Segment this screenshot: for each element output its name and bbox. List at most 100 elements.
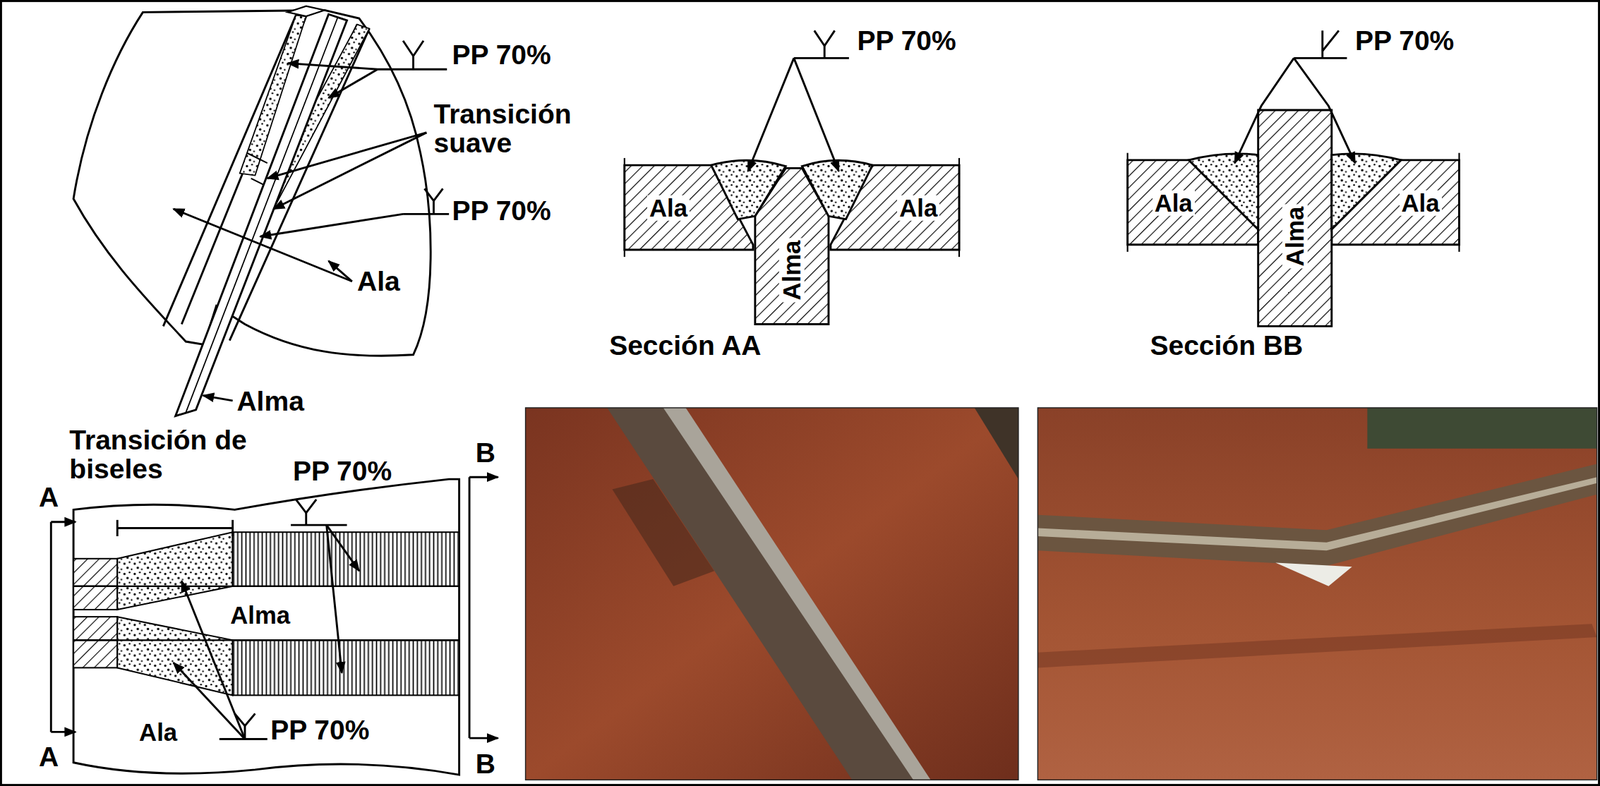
plan-view-part: [73, 616, 118, 641]
photo-1: [525, 407, 1019, 780]
weld-callout: PP 70%: [270, 716, 370, 746]
part-label: Ala: [647, 195, 690, 221]
plan-view-part: [469, 476, 498, 479]
section-bb-part: [1293, 57, 1347, 60]
section-bb-part: [1331, 153, 1401, 230]
part-label: Ala: [136, 719, 180, 746]
plan-view-part: [73, 585, 460, 588]
photo-2-part: [1037, 463, 1597, 566]
isometric-sketch: [73, 6, 431, 417]
photo-2-part: [1037, 407, 1597, 780]
photo-2-part: [1275, 563, 1352, 587]
leader-lines-part: [402, 40, 424, 57]
section-title: Sección BB: [1149, 331, 1303, 361]
photo-2-part: [1037, 623, 1597, 668]
leader-lines-part: [260, 213, 403, 237]
section-aa-part: [623, 158, 626, 257]
plan-view-part: [50, 520, 76, 523]
part-label: Ala: [357, 267, 401, 297]
section-bb-part: [1293, 57, 1356, 164]
plan-view-part: [231, 520, 234, 537]
section-title: Sección AA: [609, 331, 761, 361]
photo-2-part: [1367, 407, 1597, 449]
section-aa-part: [823, 45, 826, 58]
photo-2-part: [1037, 407, 1597, 780]
leader-lines-part: [173, 208, 353, 282]
isometric-sketch-part: [185, 17, 338, 414]
weld-callout: PP 70%: [856, 26, 956, 56]
photo-1-part: [525, 407, 1019, 780]
leader-lines-part: [412, 55, 415, 70]
photo-1-part: [611, 479, 715, 587]
isometric-sketch-part: [73, 9, 431, 356]
part-label: Alma: [236, 387, 304, 417]
photo-1-part: [525, 407, 1019, 780]
plan-view-part: [304, 513, 308, 526]
leader-lines-part: [424, 188, 443, 201]
section-bb-part: [1258, 110, 1332, 327]
photo-1-part: [974, 407, 1019, 480]
section-bb-part: [1234, 57, 1294, 164]
plan-view-part: [295, 499, 317, 514]
section-marker: A: [38, 743, 59, 773]
plan-view-part: [232, 532, 460, 587]
leader-lines-part: [287, 63, 378, 70]
plan-view-part: [73, 479, 460, 775]
plan-view-part: [326, 525, 343, 674]
plan-view-part: [232, 640, 460, 696]
leader-lines-part: [203, 395, 233, 401]
isometric-sketch-part: [287, 6, 325, 17]
section-aa-part: [958, 158, 960, 257]
part-label: Ala: [897, 195, 940, 221]
plan-view-part: [50, 731, 76, 734]
section-marker: B: [475, 438, 496, 468]
plan-view-part: [468, 477, 471, 739]
plan-view-part: [73, 586, 118, 610]
weld-callout: PP 70%: [1355, 26, 1454, 56]
leader-lines-part: [328, 69, 378, 98]
section-bb-part: [1188, 153, 1258, 230]
section-marker: A: [38, 483, 59, 513]
section-bb: [1127, 30, 1460, 327]
weld-callout: PP 70%: [451, 196, 551, 226]
plan-view-part: [173, 662, 245, 739]
isometric-sketch-part: [247, 153, 268, 164]
section-bb-part: [1322, 30, 1339, 51]
note-label: Transición suave: [433, 100, 628, 159]
isometric-sketch-part: [175, 14, 348, 416]
section-aa-part: [748, 57, 795, 171]
plan-view-part: [73, 558, 118, 587]
section-aa-part: [794, 57, 850, 60]
plan-view-part: [116, 520, 119, 537]
section-bb-part: [1458, 153, 1460, 252]
plan-view-part: [117, 532, 233, 610]
section-aa-part: [794, 57, 840, 171]
plan-view-part: [469, 737, 498, 740]
plan-view-part: [50, 522, 53, 733]
plan-view-part: [73, 639, 460, 641]
section-aa: [624, 30, 960, 324]
photo-1-part: [663, 407, 931, 780]
section-marker: B: [475, 750, 496, 780]
section-bb-part: [1321, 30, 1324, 58]
part-label: Alma: [1281, 204, 1308, 269]
leader-lines-part: [273, 132, 427, 209]
photo-2-part: [1037, 477, 1597, 551]
photo-2: [1037, 407, 1597, 780]
plan-view-part: [117, 527, 233, 530]
plan-view-part: [290, 524, 348, 527]
part-label: Alma: [779, 238, 805, 303]
weld-callout: PP 70%: [451, 40, 551, 70]
leader-lines-part: [432, 201, 435, 215]
leader-lines-part: [402, 213, 449, 216]
plan-view-part: [117, 616, 233, 696]
part-label: Ala: [1152, 189, 1195, 216]
weld-callout: PP 70%: [292, 457, 392, 487]
part-label: Ala: [1399, 189, 1442, 216]
isometric-sketch-part: [229, 28, 370, 341]
note-label: Transición de biseles: [69, 426, 264, 485]
leader-lines: [173, 40, 449, 401]
plan-view: [50, 477, 498, 775]
